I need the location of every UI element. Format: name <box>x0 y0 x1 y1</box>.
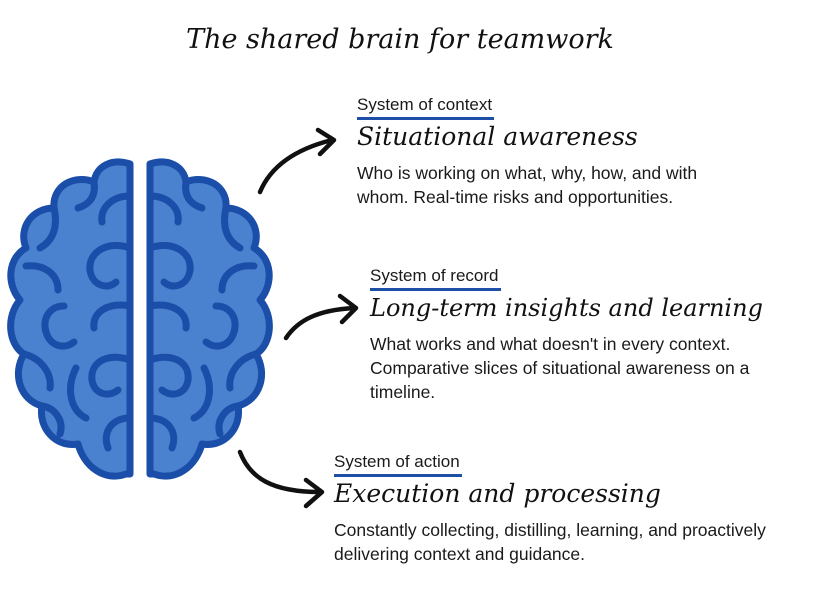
section-record: System of record Long-term insights and … <box>370 265 836 404</box>
section-heading: Execution and processing <box>334 479 661 508</box>
section-action: System of action Execution and processin… <box>334 451 804 566</box>
section-tag: System of action <box>334 451 462 477</box>
brain-icon <box>7 158 273 480</box>
right-hemisphere <box>146 158 273 480</box>
section-description: Who is working on what, why, how, and wi… <box>357 163 698 207</box>
arrow-to-context <box>257 127 337 195</box>
left-hemisphere <box>7 158 134 480</box>
diagram-title: The shared brain for teamwork <box>186 24 614 55</box>
section-tag: System of record <box>370 265 501 291</box>
section-description: What works and what doesn't in every con… <box>370 334 750 402</box>
section-heading: Long-term insights and learning <box>370 294 763 322</box>
section-tag: System of context <box>357 94 495 120</box>
section-context: System of context Situational awareness … <box>357 94 737 209</box>
section-heading: Situational awareness <box>357 122 638 151</box>
section-description: Constantly collecting, distilling, learn… <box>334 520 766 564</box>
arrow-to-record <box>283 293 359 341</box>
arrow-to-action <box>237 449 325 509</box>
